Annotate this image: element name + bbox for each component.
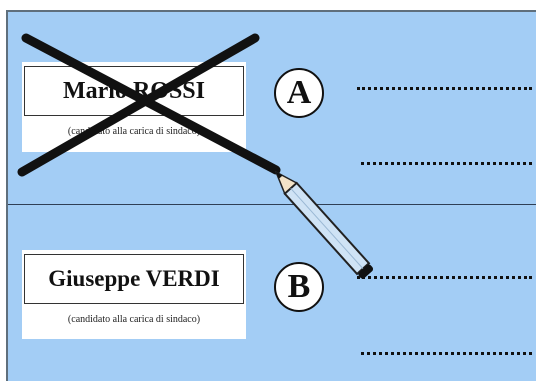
preference-line <box>357 87 532 90</box>
list-letter-a: A <box>274 68 324 118</box>
candidate-role: (candidato alla carica di sindaco) <box>67 314 201 325</box>
list-letter-b: B <box>274 262 324 312</box>
section-divider <box>8 204 536 205</box>
candidate-box-a: Mario ROSSI (candidato alla carica di si… <box>22 62 246 152</box>
ballot-sheet: Mario ROSSI (candidato alla carica di si… <box>6 10 536 381</box>
candidate-name: Mario ROSSI <box>24 66 244 116</box>
preference-line <box>361 162 532 165</box>
candidate-name: Giuseppe VERDI <box>24 254 244 304</box>
candidate-role: (candidato alla carica di sindaco) <box>67 126 201 137</box>
preference-line <box>361 352 532 355</box>
candidate-box-b: Giuseppe VERDI (candidato alla carica di… <box>22 250 246 339</box>
preference-line <box>357 276 532 279</box>
